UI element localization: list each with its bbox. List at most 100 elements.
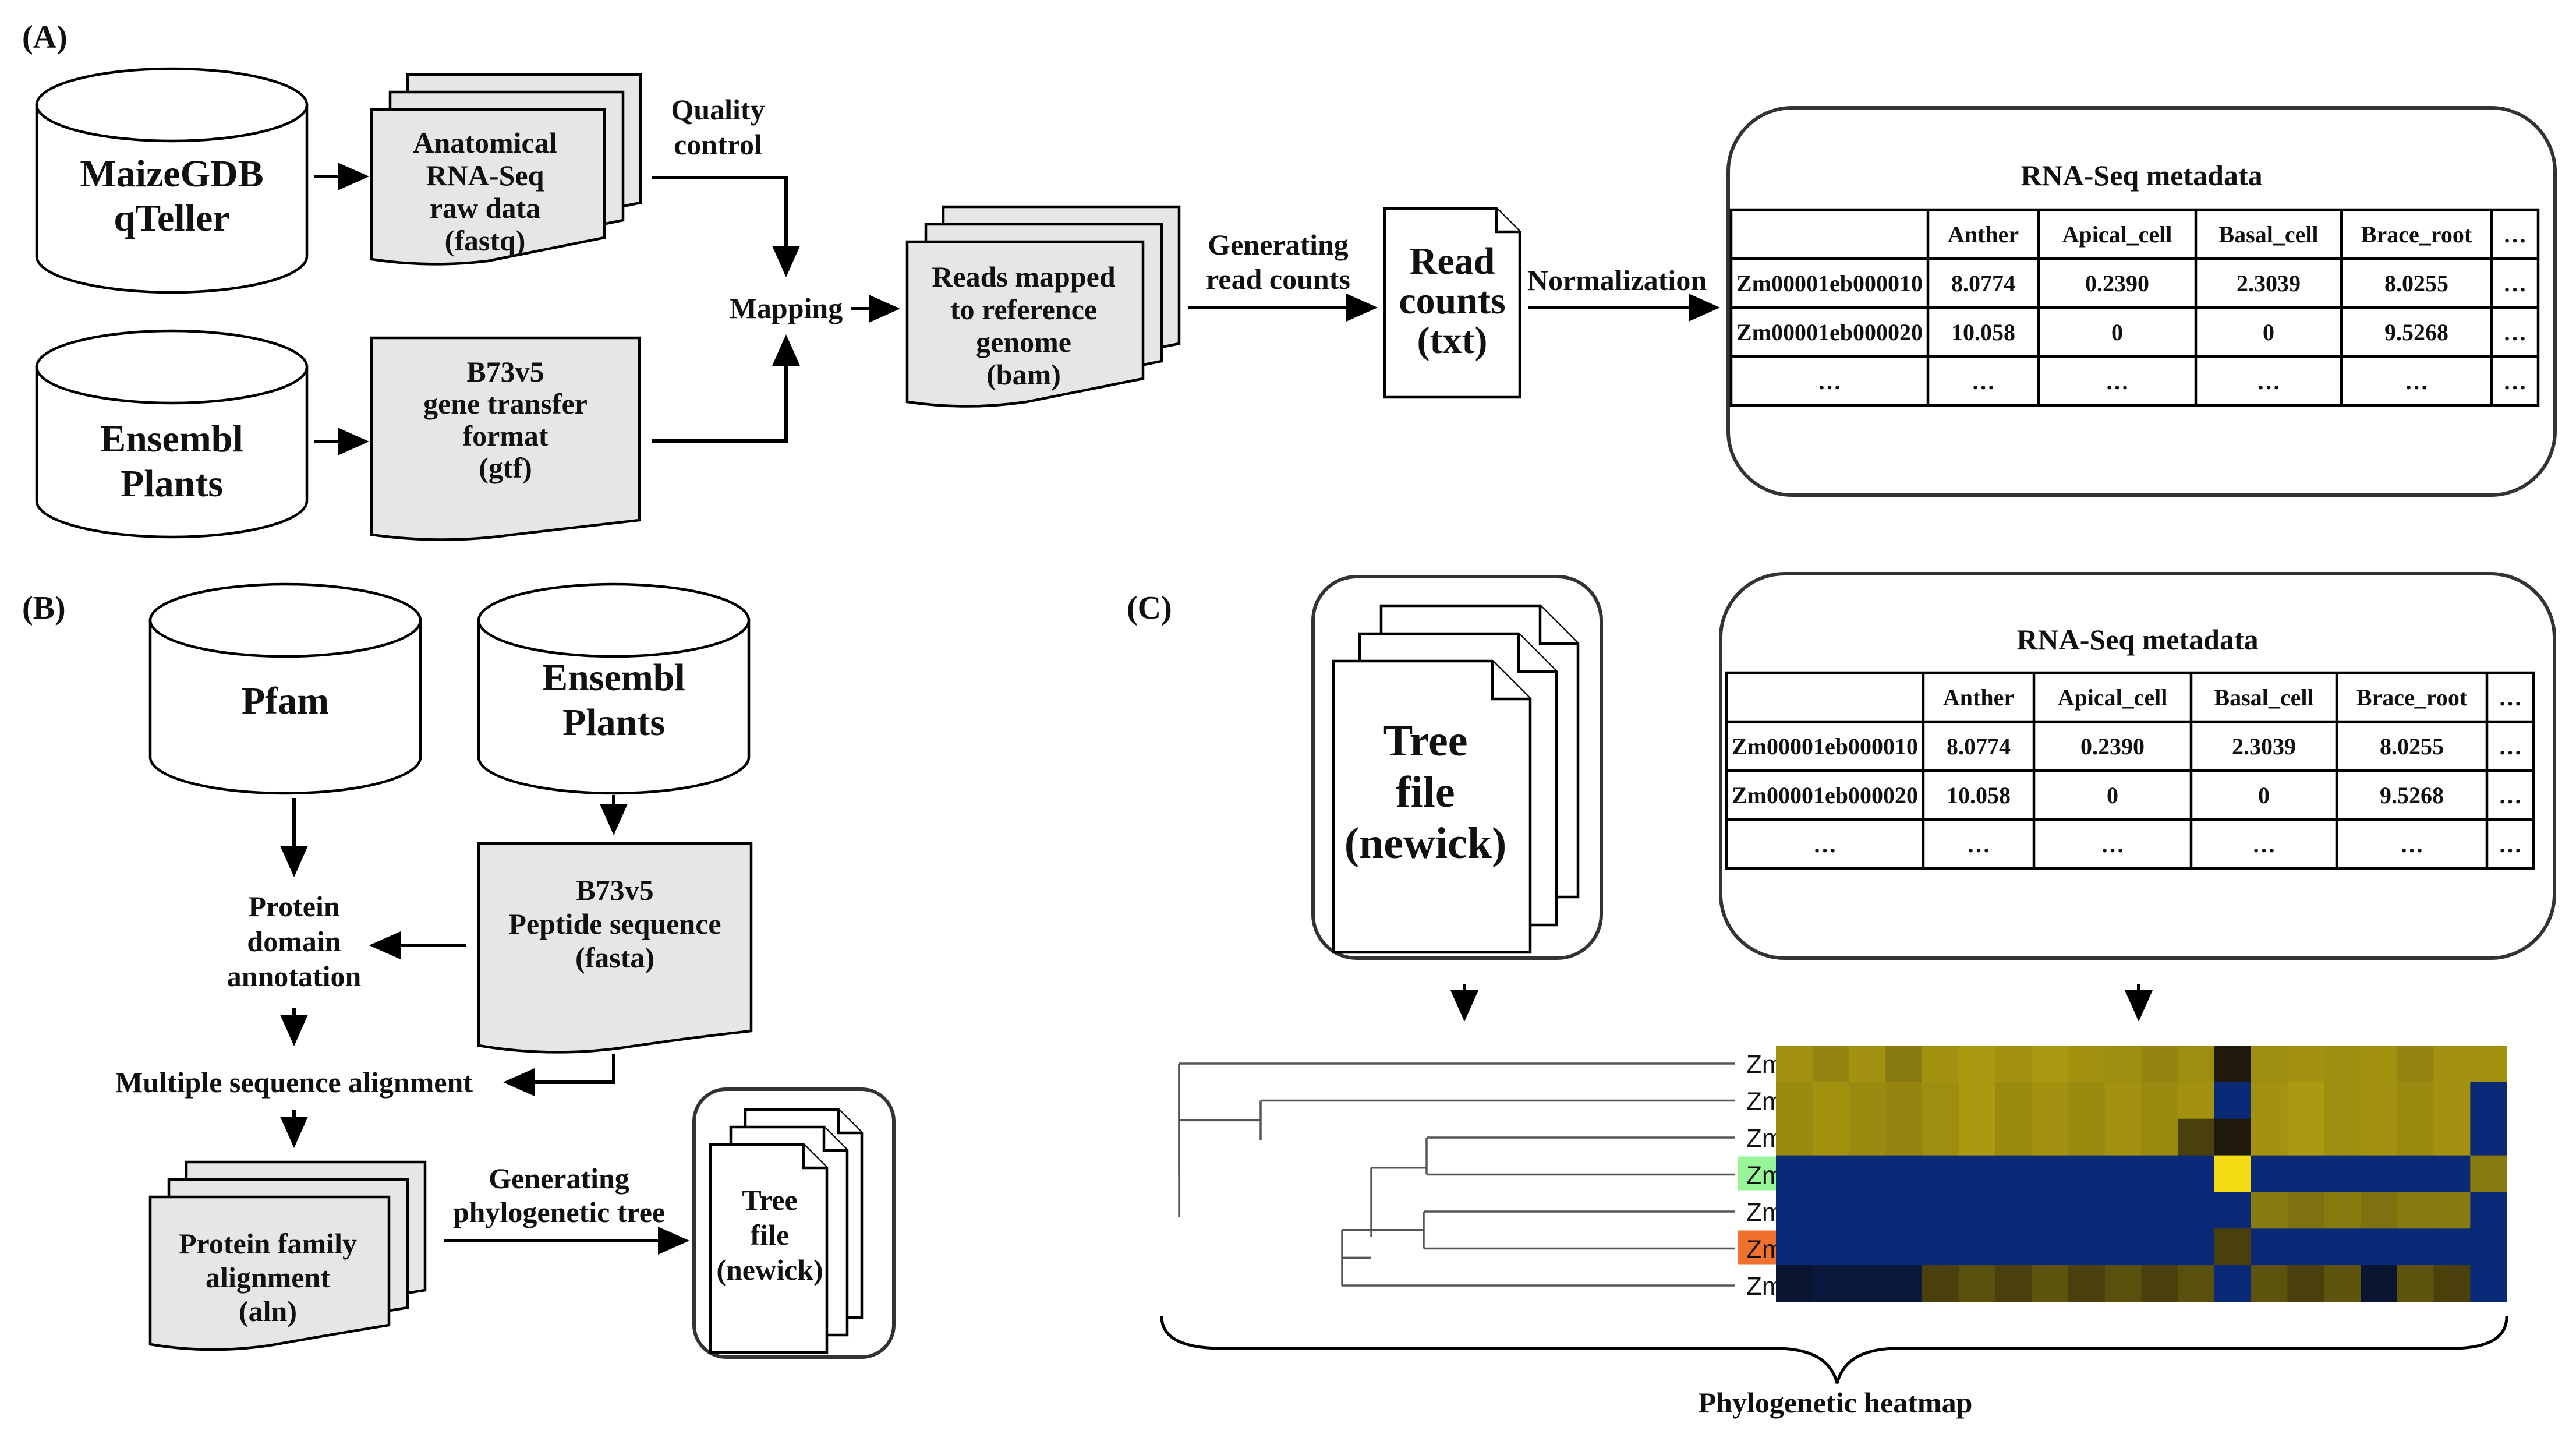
ensembl-plants-database-a: Ensembl Plants (35, 329, 309, 539)
bam-doc-line-4: (bam) (986, 358, 1061, 391)
mapping-label: Mapping (730, 292, 843, 324)
table-cell-c: … (2101, 831, 2124, 857)
maizegdb-label-2: qTeller (114, 197, 229, 239)
heatmap-cell (2470, 1046, 2507, 1083)
heatmap-cell (2104, 1265, 2142, 1302)
heatmap-cell (2433, 1046, 2471, 1083)
heatmap-cell (1849, 1118, 1886, 1156)
heatmap-cell (1776, 1046, 1813, 1083)
bam-doc-line-2: to reference (950, 293, 1097, 326)
heatmap-cell (2470, 1265, 2507, 1302)
heatmap-cell (1922, 1265, 1959, 1302)
heatmap-cell (1922, 1155, 1959, 1193)
heatmap-cell (2032, 1155, 2069, 1193)
heatmap-cell (2324, 1155, 2361, 1193)
heatmap-cell (2397, 1228, 2435, 1266)
table-cell-c: 2.3039 (2232, 733, 2296, 760)
table-cell-c: Zm00001eb000010 (1732, 733, 1918, 760)
heatmap-cell (2433, 1082, 2471, 1119)
table-cell-a: … (2106, 368, 2129, 394)
table-cell-a: … (2257, 368, 2280, 394)
heatmap-cell (2178, 1155, 2215, 1193)
rnaseq-doc-line-1: Anatomical (413, 126, 557, 159)
heatmap-cell (2433, 1192, 2471, 1229)
normalization-label: Normalization (1527, 264, 1707, 296)
heatmap-cell (2104, 1046, 2142, 1083)
quality-control-label-1: Quality (671, 93, 765, 126)
table-cell-a: 2.3039 (2237, 270, 2301, 296)
tree-file-c-line-3: (newick) (1344, 819, 1507, 868)
table-cell-a: … (1972, 368, 1995, 394)
heatmap-cell (1958, 1082, 1996, 1119)
heatmap-cell (2178, 1192, 2215, 1229)
panel-label-c: (C) (1127, 590, 1172, 626)
heatmap-cell (2032, 1046, 2069, 1083)
tree-file-c: Tree file (newick) (1311, 575, 1603, 960)
maizegdb-label-1: MaizeGDB (80, 153, 263, 195)
heatmap-cell (1812, 1192, 1850, 1229)
heatmap-cell (2433, 1265, 2471, 1302)
heatmap-cell (2214, 1082, 2252, 1119)
ensembl-b-label-1: Ensembl (542, 656, 685, 699)
heatmap-cell (2397, 1046, 2435, 1083)
table-cell-a: … (2503, 319, 2527, 345)
heatmap-cell (2324, 1192, 2361, 1229)
heatmap-cell (2068, 1118, 2106, 1156)
heatmap-cell (1922, 1118, 1959, 1156)
table-header-cell-c: … (2499, 684, 2522, 711)
heatmap-cell (2470, 1118, 2507, 1156)
peptide-doc-line-3: (fasta) (575, 941, 654, 974)
heatmap-cell (2141, 1265, 2178, 1302)
heatmap-cell (2251, 1155, 2288, 1193)
table-cell-c: … (1967, 831, 1990, 857)
heatmap-cell (2397, 1118, 2435, 1156)
heatmap-cell (2032, 1118, 2069, 1156)
heatmap-cell (2251, 1192, 2288, 1229)
heatmap-cell (1885, 1228, 1923, 1266)
heatmap-cell (2068, 1228, 2106, 1266)
heatmap-cell (1776, 1265, 1813, 1302)
arrow-gtf-to-mapping (652, 334, 800, 443)
heatmap-cell (2032, 1192, 2069, 1229)
rnaseq-doc-line-4: (fastq) (445, 224, 526, 257)
heatmap-cell (1995, 1082, 2032, 1119)
gtf-doc-line-2: gene transfer (423, 387, 588, 420)
ensembl-b-label-2: Plants (562, 701, 665, 744)
heatmap-cell (1885, 1046, 1923, 1083)
heatmap-cell (2104, 1155, 2142, 1193)
expression-heatmap (1776, 1046, 2507, 1302)
protein-family-alignment-document: Protein family alignment (aln) (148, 1160, 427, 1351)
heatmap-cell (2068, 1265, 2106, 1302)
heatmap-cell (2141, 1118, 2178, 1156)
table-cell-c: 0 (2107, 782, 2118, 808)
heatmap-cell (2104, 1118, 2142, 1156)
heatmap-cell (2178, 1265, 2215, 1302)
table-cell-c: 0.2390 (2080, 733, 2145, 760)
table-cell-c: … (2499, 831, 2522, 857)
table-header-cell-c: Anther (1943, 684, 2014, 711)
heatmap-cell (2214, 1046, 2252, 1083)
heatmap-cell (1812, 1046, 1850, 1083)
table-cell-a: Zm00001eb000010 (1736, 270, 1923, 296)
heatmap-cell (2032, 1228, 2069, 1266)
heatmap-cell (2141, 1192, 2178, 1229)
heatmap-cell (2361, 1192, 2398, 1229)
heatmap-cell (2324, 1046, 2361, 1083)
table-header-cell-a: Brace_root (2361, 221, 2472, 248)
heatmap-cell (1995, 1046, 2032, 1083)
table-cell-a: … (2503, 270, 2527, 296)
tree-file-b: Tree file (newick) (692, 1087, 896, 1359)
heatmap-cell (1995, 1265, 2032, 1302)
tree-file-c-line-1: Tree (1383, 716, 1468, 765)
table-cell-c: 0 (2258, 782, 2270, 808)
heatmap-cell (2324, 1082, 2361, 1119)
table-cell-c: … (1813, 831, 1837, 857)
aln-doc-line-1: Protein family (179, 1227, 357, 1260)
table-cell-c: 10.058 (1947, 782, 2011, 808)
heatmap-cell (2068, 1155, 2106, 1193)
bam-document: Reads mapped to reference genome (bam) (905, 205, 1181, 408)
heatmap-cell (1922, 1082, 1959, 1119)
heatmap-cell (1995, 1192, 2032, 1229)
heatmap-cell (2361, 1155, 2398, 1193)
